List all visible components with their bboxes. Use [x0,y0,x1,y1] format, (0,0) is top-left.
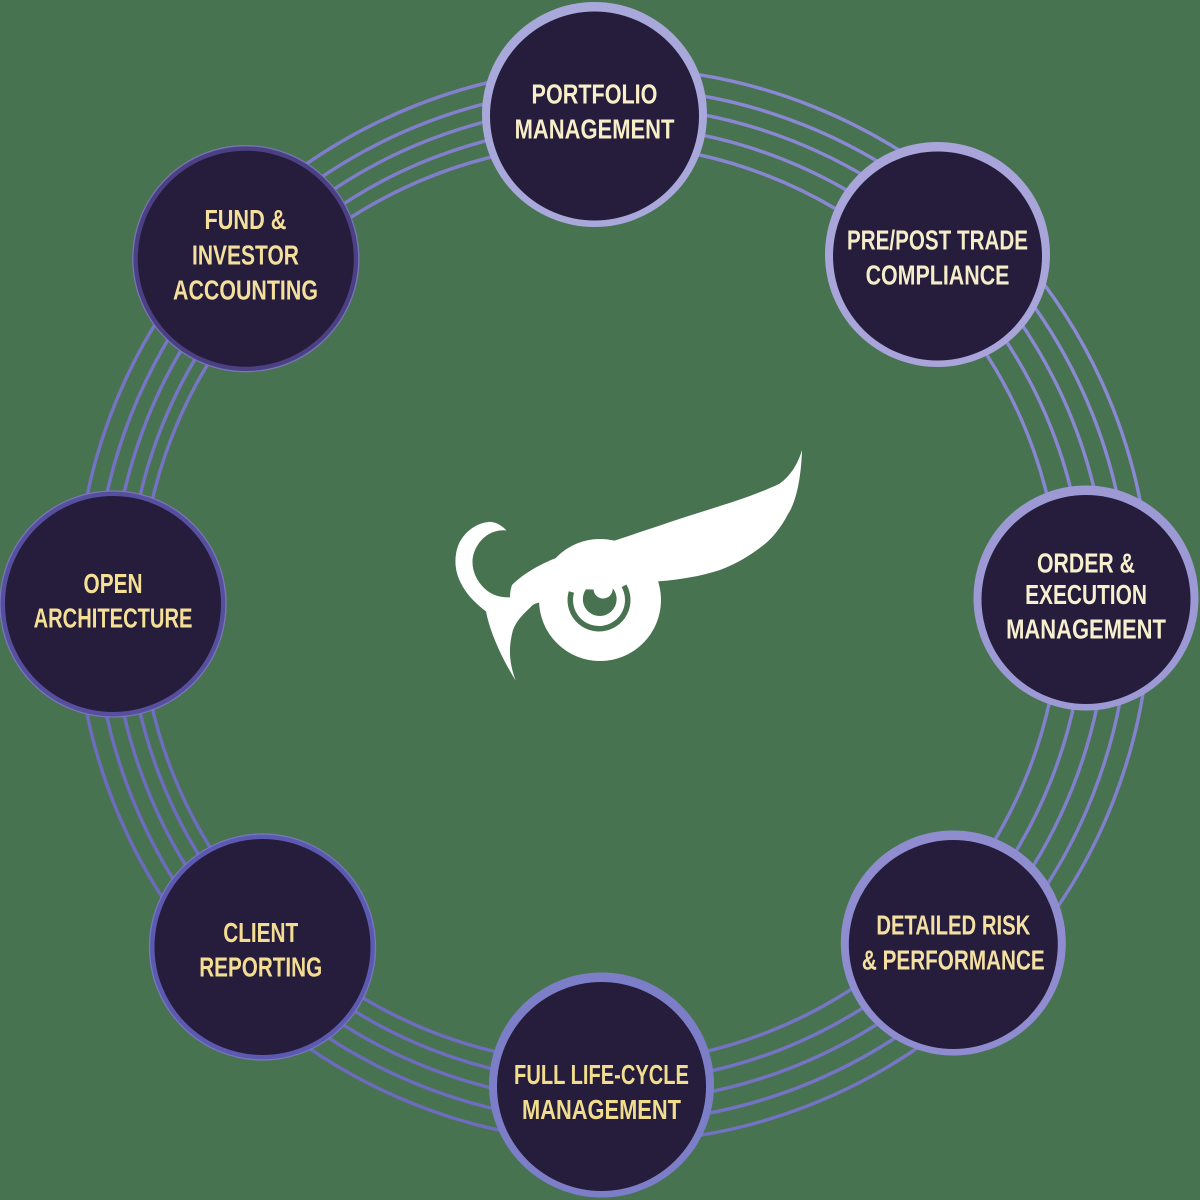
svg-text:MANAGEMENT: MANAGEMENT [522,1096,681,1126]
svg-text:MANAGEMENT: MANAGEMENT [1006,614,1166,645]
svg-text:REPORTING: REPORTING [199,953,322,984]
svg-text:EXECUTION: EXECUTION [1025,580,1147,610]
svg-text:FUND &: FUND & [205,206,287,236]
svg-text:PORTFOLIO: PORTFOLIO [532,80,658,110]
svg-text:PRE/POST TRADE: PRE/POST TRADE [847,226,1028,257]
svg-text:INVESTOR: INVESTOR [192,241,299,271]
svg-text:ACCOUNTING: ACCOUNTING [173,276,318,306]
svg-text:MANAGEMENT: MANAGEMENT [515,114,675,145]
svg-text:OPEN: OPEN [84,569,143,599]
svg-text:DETAILED RISK: DETAILED RISK [876,911,1030,942]
svg-text:COMPLIANCE: COMPLIANCE [866,261,1010,291]
svg-text:CLIENT: CLIENT [223,918,298,948]
svg-text:& PERFORMANCE: & PERFORMANCE [862,946,1045,977]
svg-text:FULL LIFE-CYCLE: FULL LIFE-CYCLE [514,1060,689,1091]
svg-text:ARCHITECTURE: ARCHITECTURE [34,604,193,635]
svg-text:ORDER &: ORDER & [1037,549,1135,579]
